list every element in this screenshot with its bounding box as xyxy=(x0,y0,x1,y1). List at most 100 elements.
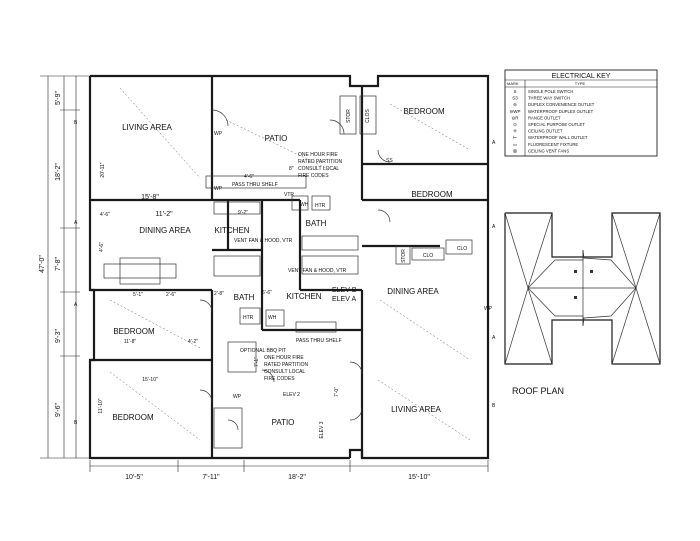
grid-mark-b-right: B xyxy=(492,403,496,409)
dim-left-18-2: 18'-2" xyxy=(55,163,62,181)
dim-15-8: 15'-8" xyxy=(141,194,159,201)
note-fire-bot-1: ONE HOUR FIRE xyxy=(264,355,304,361)
right-grid-marks: A A A B xyxy=(492,140,496,409)
electrical-key-type: SINGLE POLE SWITCH xyxy=(528,89,573,94)
room-kitchen-left: KITCHEN xyxy=(214,226,249,235)
dim-2-8: 2'-8" xyxy=(214,291,224,297)
dim-9-2: 9'-2" xyxy=(238,210,248,216)
label-elev-2: ELEV 2 xyxy=(283,392,300,398)
room-bath-left: BATH xyxy=(234,293,255,302)
grid-mark-a-left-2: A xyxy=(74,302,78,308)
electrical-key-type: THREE WAY SWITCH xyxy=(528,96,570,101)
label-wp-2: WP xyxy=(214,186,223,192)
label-wp-1: WP xyxy=(214,131,223,137)
note-fire-top-3: CONSULT LOCAL xyxy=(298,166,339,172)
dim-2-6: 2'-6" xyxy=(166,292,176,298)
electrical-key-col-mark: MARK xyxy=(507,81,519,86)
grid-mark-a-right-3: A xyxy=(492,335,496,341)
label-stor-mid: STOR xyxy=(401,249,407,263)
dim-11-10: 11'-10" xyxy=(98,398,104,413)
dim-bottom-7-11: 7'-11" xyxy=(202,474,220,481)
door-swings xyxy=(199,109,391,431)
electrical-key-mark: ⊢ xyxy=(513,134,517,140)
label-htr-left: HTR xyxy=(315,203,326,209)
electrical-key-type: WATERPROOF DUPLEX OUTLET xyxy=(528,109,594,114)
fire-notes: ONE HOUR FIRE RATED PARTITION CONSULT LO… xyxy=(232,152,343,382)
dim-11-2: 11'-2" xyxy=(155,211,173,218)
dim-left-9-3: 9'-3" xyxy=(55,329,62,343)
note-pass-thru-top: PASS THRU SHELF xyxy=(232,182,278,188)
electrical-key-col-type: TYPE xyxy=(575,81,586,86)
dim-bottom-10-5: 10'-5" xyxy=(125,474,143,481)
room-bedroom-top-right: BEDROOM xyxy=(403,107,445,116)
note-pass-thru-bottom: PASS THRU SHELF xyxy=(296,338,342,344)
electrical-key-mark: ⊖WP xyxy=(509,109,520,114)
room-living-area-left: LIVING AREA xyxy=(122,123,172,132)
dim-bottom-15-10: 15'-10" xyxy=(408,474,430,481)
electrical-key-mark: ⊠ xyxy=(513,148,517,153)
room-dining-area-right: DINING AREA xyxy=(387,287,439,296)
note-fire-top-2: RATED PARTITION xyxy=(298,159,343,165)
dim-4-6c: 4'-6" xyxy=(244,174,254,180)
label-ss: SS xyxy=(386,158,393,164)
room-kitchen-right: KITCHEN xyxy=(286,292,321,301)
electrical-key-mark: ✛ xyxy=(513,129,517,134)
room-bedroom-left-mid: BEDROOM xyxy=(113,327,155,336)
bottom-dimension-string: 10'-5" 7'-11" 18'-2" 15'-10" xyxy=(89,460,489,481)
dim-15-10: 15'-10" xyxy=(142,377,158,383)
note-fire-bot-3: CONSULT LOCAL xyxy=(264,369,305,375)
electrical-key-mark: S3 xyxy=(512,96,518,101)
label-elev-3: ELEV 3 xyxy=(319,421,325,438)
electrical-key-type: CEILING OUTLET xyxy=(528,129,563,134)
fixture-labels: STOR CLOS STOR CLO CLO WH HTR HTR WH SS … xyxy=(214,109,493,439)
dim-7-1: 7'-1" xyxy=(254,357,260,367)
room-living-area-right: LIVING AREA xyxy=(391,405,441,414)
electrical-key-title: ELECTRICAL KEY xyxy=(552,73,611,80)
label-clo-mid1: CLO xyxy=(423,253,433,259)
room-dining-area-left: DINING AREA xyxy=(139,226,191,235)
interior-details xyxy=(103,87,473,449)
electrical-key-mark: ▭ xyxy=(513,142,518,147)
label-clo-mid2: CLO xyxy=(457,246,467,252)
electrical-key-type: CEILING VENT FANS xyxy=(528,148,569,153)
dim-left-7-8: 7'-8" xyxy=(55,257,62,271)
room-bedroom-bottom-left: BEDROOM xyxy=(112,413,154,422)
label-htr-right: HTR xyxy=(243,315,254,321)
grid-mark-a-right-2: A xyxy=(492,224,496,230)
dim-7-0: 7'-0" xyxy=(334,387,340,397)
room-bedroom-mid-right: BEDROOM xyxy=(411,190,453,199)
electrical-key-type: FLUORESCENT FIXTURE xyxy=(528,142,578,147)
grid-mark-a-left-1: A xyxy=(74,220,78,226)
dim-4-6a: 4'-6" xyxy=(100,212,110,218)
dim-4-2: 4'-2" xyxy=(188,339,198,345)
label-stor-top: STOR xyxy=(346,109,352,123)
label-elev-b: ELEV B xyxy=(332,287,357,294)
interior-dimensions: 20'-11" 15'-8" 11'-2" 4'-6" 4'-6" 5'-1" … xyxy=(98,162,340,413)
label-vent-fan-left: VENT FAN & HOOD, VTR xyxy=(234,238,293,244)
dim-left-5-9: 5'-9" xyxy=(55,91,62,105)
note-fire-top-1: ONE HOUR FIRE xyxy=(298,152,338,158)
note-fire-top-4: FIRE CODES xyxy=(298,173,329,179)
grid-mark-a-right-1: A xyxy=(492,140,496,146)
dim-20-11: 20'-11" xyxy=(100,162,106,177)
dim-4-6b: 4'-6" xyxy=(99,242,105,252)
dim-11-8: 11'-8" xyxy=(124,339,137,345)
electrical-key-type: WATERPROOF WALL OUTLET xyxy=(528,135,588,140)
room-labels: LIVING AREA PATIO BEDROOM BEDROOM DINING… xyxy=(112,107,453,427)
room-patio-bottom: PATIO xyxy=(272,418,295,427)
electrical-key-type: SPECIAL PURPOSE OUTLET xyxy=(528,122,585,127)
note-fire-bot-2: RATED PARTITION xyxy=(264,362,309,368)
label-wh-left: WH xyxy=(300,202,309,208)
label-vent-fan-right: VENT FAN & HOOD, VTR xyxy=(288,268,347,274)
electrical-key-mark: ⊙ xyxy=(513,122,517,127)
exterior-walls xyxy=(88,74,490,460)
label-vtr: VTR xyxy=(284,192,294,198)
electrical-key-type: DUPLEX CONVENIENCE OUTLET xyxy=(528,102,595,107)
grid-mark-b-left: B xyxy=(74,120,78,126)
electrical-key-mark: ⊖ xyxy=(513,102,517,107)
roof-plan-label: ROOF PLAN xyxy=(512,386,564,396)
dim-8: 8" xyxy=(289,166,294,172)
